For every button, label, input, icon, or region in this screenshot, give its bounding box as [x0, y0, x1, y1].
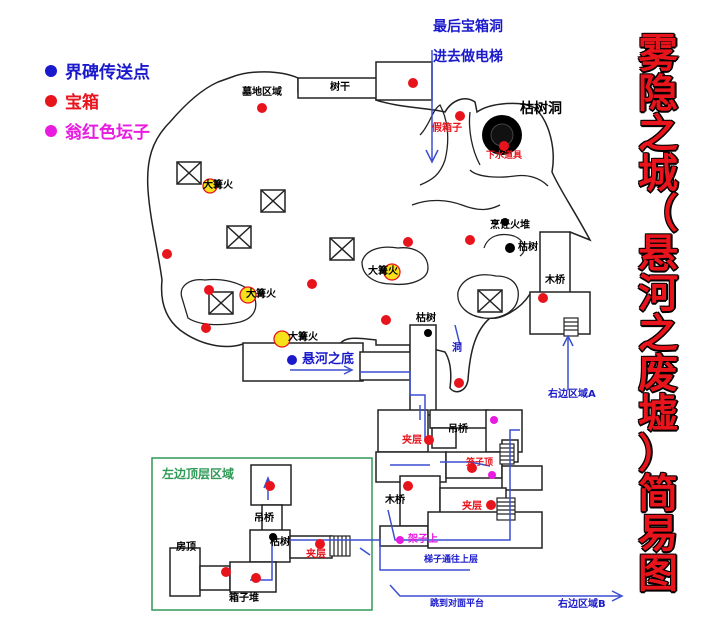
ladder-right	[563, 317, 579, 337]
label-bonfire-2: 大篝火	[246, 289, 276, 300]
label-withered-tree-cave: 枯树洞	[520, 101, 562, 117]
label-bonfire-4: 大篝火	[368, 266, 398, 277]
left-top-area-frame	[151, 457, 373, 611]
legend-teleport-label: 界碑传送点	[65, 63, 150, 83]
left-top-structures	[169, 464, 333, 597]
title-char: 悬	[638, 231, 678, 277]
label-wood-bridge-mid: 木桥	[385, 495, 405, 506]
label-on-shelf: 架子上	[408, 534, 438, 545]
label-down-water-prop: 下水道具	[486, 151, 523, 161]
label-mezzanine-1: 夹层	[402, 435, 422, 446]
legend-jar: 翁红色坛子	[45, 118, 150, 143]
title-char: 雾	[638, 31, 678, 77]
label-dead-tree-1: 枯树	[518, 242, 538, 253]
title-char: 之	[638, 111, 678, 157]
label-suspension-bridge-left: 吊桥	[254, 513, 274, 524]
title-char: ）	[638, 431, 678, 477]
river-bottom-box	[242, 342, 364, 382]
title-char: 之	[638, 311, 678, 357]
title-char: 易	[638, 511, 678, 557]
ladder-lower	[496, 497, 516, 521]
title-char: 城	[638, 151, 678, 197]
title-char: （	[638, 191, 678, 237]
map-title: 雾 隐 之 城 （ 悬 河 之 废 墟 ） 简 易 图	[632, 34, 684, 594]
label-left-top-area: 左边顶层区域	[162, 467, 235, 481]
legend-jar-label: 翁红色坛子	[65, 123, 150, 143]
jar-markers	[396, 416, 498, 544]
label-dead-tree-2: 枯树	[416, 313, 436, 324]
label-roof: 房顶	[176, 542, 196, 553]
legend-chest: 宝箱	[45, 88, 99, 113]
legend-chest-label: 宝箱	[65, 93, 99, 113]
tree-markers	[269, 218, 515, 541]
title-char: 河	[638, 271, 678, 317]
legend-teleport: 界碑传送点	[45, 58, 150, 83]
river-link-box	[359, 351, 413, 381]
tree-trunk-box	[375, 61, 433, 101]
label-dead-tree-3: 枯树	[270, 537, 290, 548]
label-enter-elevator: 进去做电梯	[433, 49, 503, 65]
main-island-outline	[146, 71, 592, 393]
ladder-mid	[499, 443, 515, 465]
rock-outline	[483, 233, 525, 257]
bonfire-markers	[202, 178, 401, 348]
label-mezzanine-2: 夹层	[462, 501, 482, 512]
dead-tree-post	[409, 324, 437, 416]
label-wood-bridge-right: 木桥	[545, 275, 565, 286]
label-jump-to-platform: 跳到对面平台	[430, 599, 485, 609]
teleport-icon	[45, 64, 57, 77]
cave-wall-4	[468, 111, 481, 166]
cave-wall-3	[411, 199, 501, 211]
title-char: 图	[638, 551, 678, 597]
label-ladder-upper: 梯子通往上层	[424, 555, 479, 565]
label-right-area-a: 右边区域A	[548, 389, 596, 400]
jar-icon	[45, 124, 57, 137]
title-char: 隐	[638, 71, 678, 117]
title-char: 墟	[638, 391, 678, 437]
label-river-bottom: 悬河之底	[302, 352, 355, 367]
label-mezzanine-3: 夹层	[306, 549, 326, 560]
label-tree-trunk: 树干	[330, 82, 350, 93]
label-right-area-b: 右边区域B	[558, 599, 606, 610]
label-cemetery-area: 墓地区域	[242, 87, 282, 98]
label-fake-chest: 假箱子	[432, 123, 462, 134]
label-suspension-bridge-right: 吊桥	[448, 424, 468, 435]
label-box-pile: 箱子堆	[229, 593, 259, 604]
teleport-marker	[287, 355, 297, 365]
title-char: 简	[638, 471, 678, 517]
label-cave: 洞	[452, 343, 462, 354]
chest-markers	[162, 78, 548, 583]
label-bonfire-1: 大篝火	[203, 180, 233, 191]
label-final-chest-cave: 最后宝箱洞	[433, 19, 503, 35]
ladder-left	[329, 535, 351, 557]
chest-icon	[45, 94, 57, 107]
title-char: 废	[638, 351, 678, 397]
label-cooking-fire: 烹饪火堆	[490, 220, 530, 231]
cave-wall-1	[419, 104, 449, 186]
cave-wall-2	[469, 169, 549, 187]
label-bonfire-3: 大篝火	[288, 332, 318, 343]
label-on-cage: 笼子顶	[466, 458, 494, 468]
